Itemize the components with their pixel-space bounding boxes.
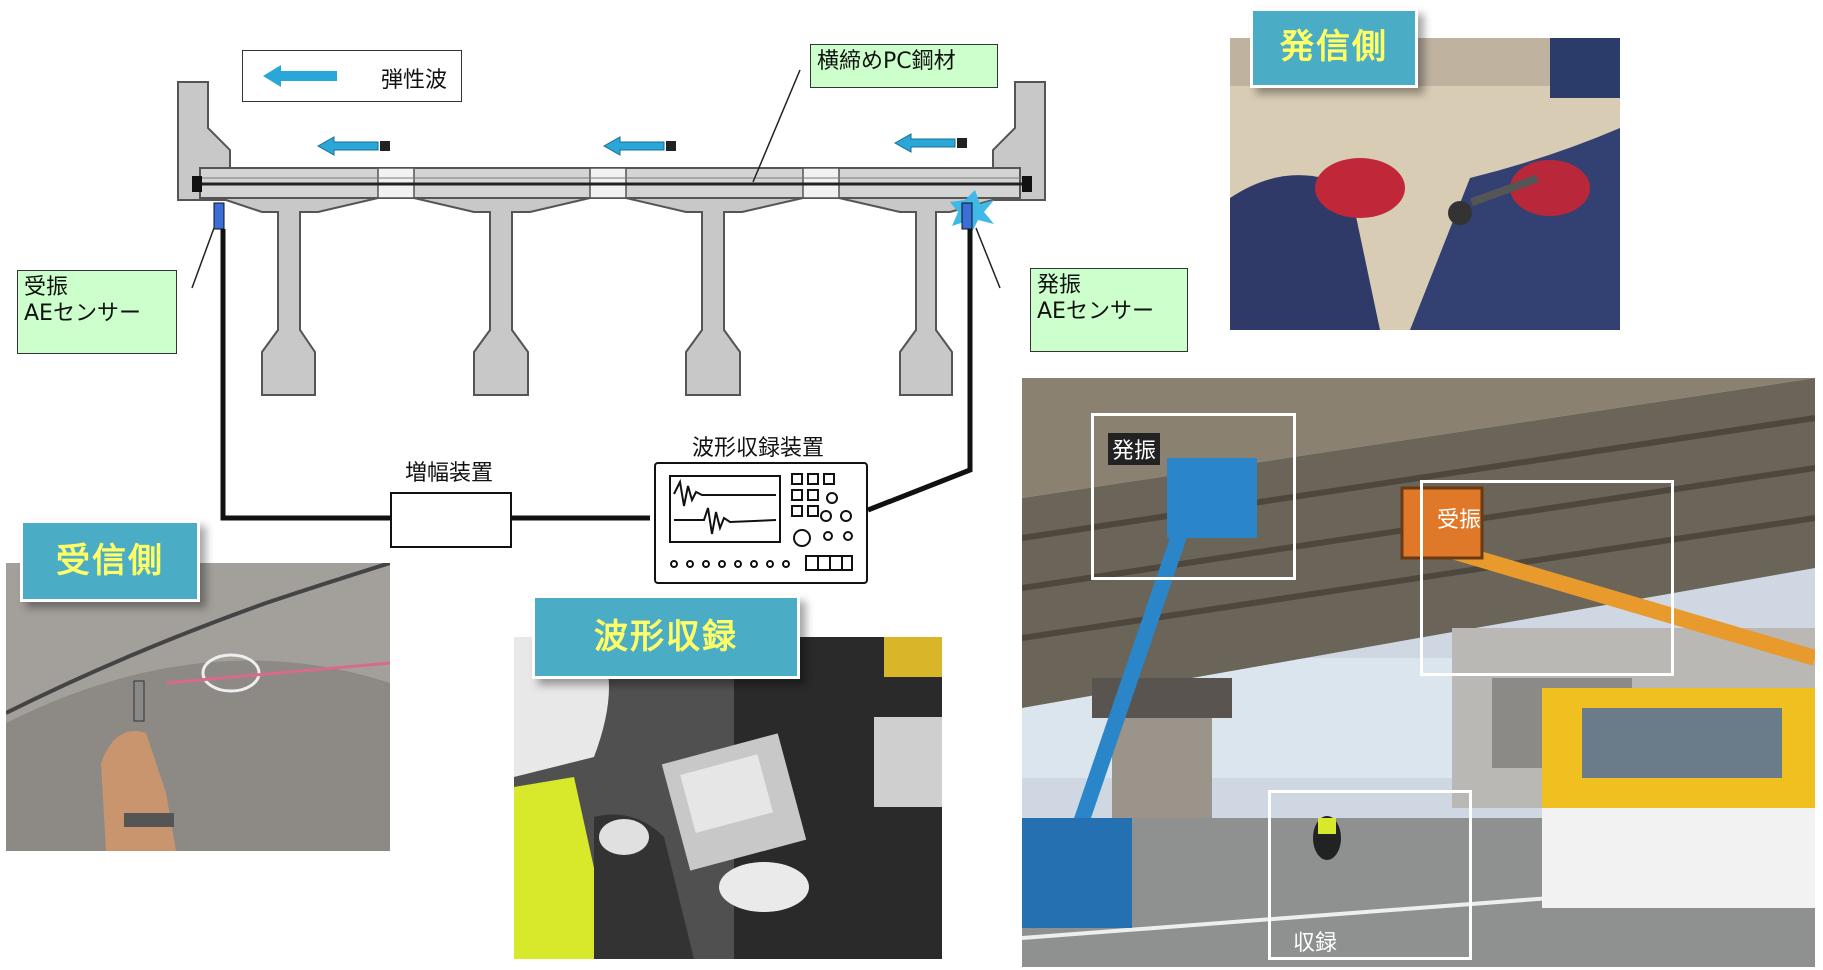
- tendon-label: 横締めPC鋼材: [810, 44, 998, 88]
- wave-arrows: [316, 133, 967, 156]
- elastic-wave-arrow-icon: [263, 65, 337, 87]
- site-overview-photo: [1022, 378, 1815, 967]
- transmit-highlight-box: [1091, 413, 1296, 580]
- bridge-cross-section-diagram: [177, 69, 1046, 521]
- receive-side-tag: 受信側: [20, 520, 200, 602]
- waveform-record-photo: [514, 637, 942, 959]
- recorder-panel-icon: [669, 473, 853, 571]
- receive-highlight-box: [1420, 480, 1674, 676]
- site-receive-label: 受振: [1437, 508, 1482, 533]
- transmitter-sensor-label: 発振 AEセンサー: [1030, 268, 1188, 352]
- receive-side-photo: [6, 563, 390, 851]
- site-transmit-label: 発振: [1108, 433, 1161, 465]
- receiver-sensor-label: 受振 AEセンサー: [17, 270, 177, 354]
- site-record-label: 収録: [1293, 931, 1338, 956]
- receiver-sensor: [213, 202, 225, 230]
- legend-box: 弾性波: [242, 50, 462, 102]
- transmit-side-tag: 発信側: [1250, 8, 1418, 88]
- transmitter-sensor: [950, 190, 994, 236]
- waveform-recorder-device: [654, 462, 868, 584]
- legend-label: 弾性波: [381, 68, 448, 93]
- waveform-record-tag: 波形収録: [532, 595, 800, 679]
- sensor-cables: [220, 229, 973, 521]
- record-highlight-box: [1268, 790, 1472, 960]
- amplifier-label: 増幅装置: [405, 461, 494, 486]
- amplifier-box: [390, 492, 512, 548]
- transmit-side-photo: [1230, 38, 1620, 330]
- recorder-label: 波形収録装置: [692, 436, 825, 461]
- girders: [219, 197, 1001, 396]
